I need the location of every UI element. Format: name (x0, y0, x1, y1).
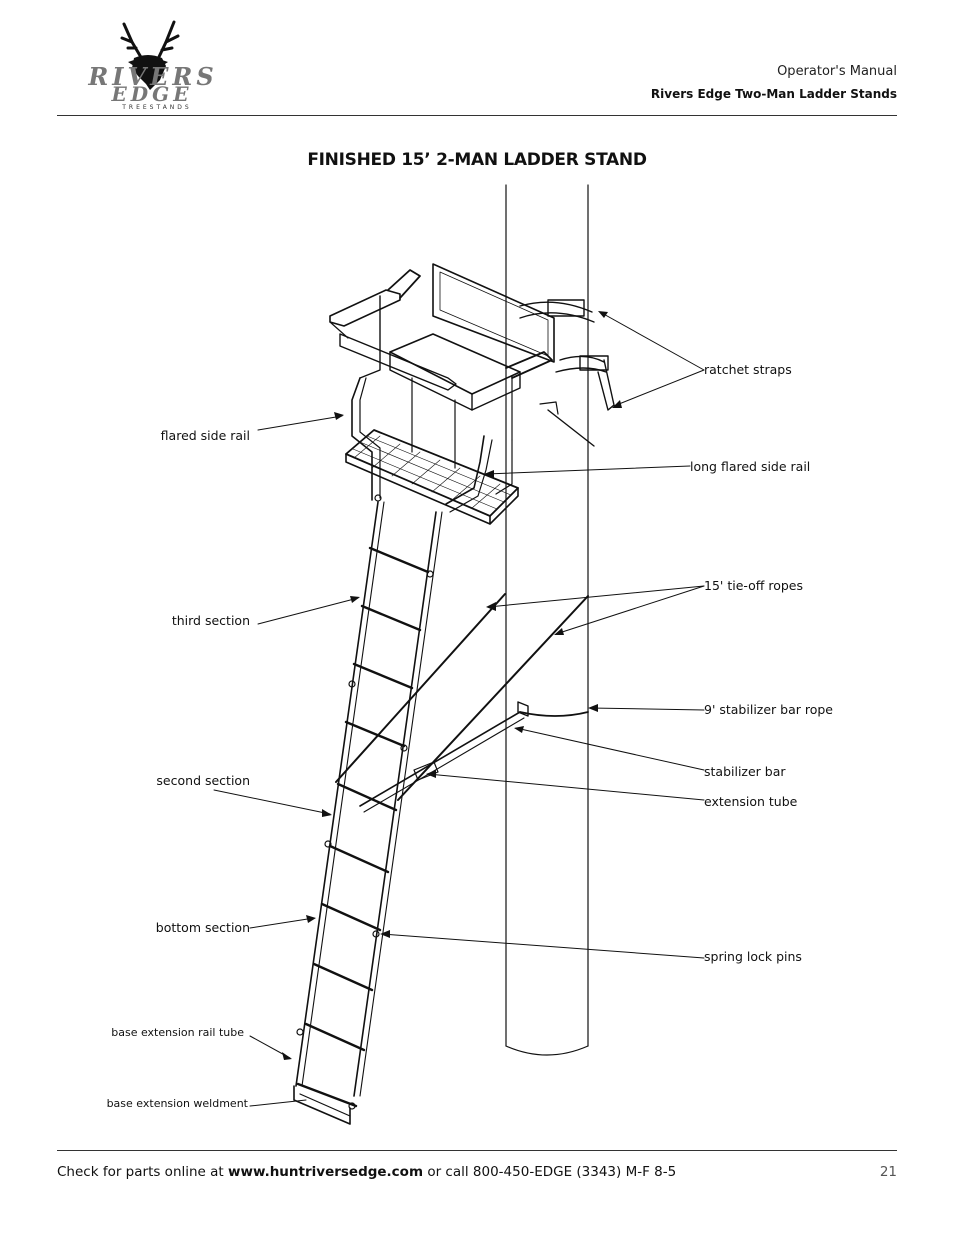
leader-arrowheads (282, 311, 622, 1060)
tie-off-rope-right (397, 595, 589, 801)
base-extension-weldment (293, 1085, 351, 1125)
label-flared-side-rail: flared side rail (160, 428, 250, 443)
logo-wordmark-treestands: TREESTANDS (122, 104, 192, 111)
ratchet-buckle-lower (579, 355, 609, 371)
tie-off-rope-left (335, 593, 506, 783)
label-second-section: second section (156, 773, 250, 788)
label-stabilizer-bar-rope: 9' stabilizer bar rope (704, 702, 833, 717)
footer-suffix: or call 800-450-EDGE (3343) M-F 8-5 (423, 1164, 677, 1180)
ladder-rail-right (353, 511, 437, 1097)
ladder-rail-left (295, 501, 379, 1087)
footer-url-link[interactable]: www.huntriversedge.com (228, 1164, 424, 1180)
label-ratchet-straps: ratchet straps (704, 362, 792, 377)
label-extension-tube: extension tube (704, 794, 798, 809)
shooting-rail (329, 289, 401, 327)
page-title: FINISHED 15’ 2-MAN LADDER STAND (307, 150, 647, 170)
logo-wordmark-rivers: RIVERS (88, 62, 218, 91)
rivers-edge-logo: RIVERS EDGE TREESTANDS (62, 14, 240, 114)
label-stabilizer-bar: stabilizer bar (704, 764, 786, 779)
label-bottom-section: bottom section (155, 920, 250, 935)
ratchet-buckle-upper (547, 299, 585, 317)
ratchet-strap-tail (597, 359, 615, 411)
label-tie-off-ropes: 15' tie-off ropes (704, 578, 804, 593)
ratchet-strap-upper (519, 301, 595, 323)
footer-rule (57, 1150, 897, 1151)
long-flared-side-rail (445, 435, 485, 505)
tree-trunk-base (505, 1045, 589, 1056)
ladder-rungs (296, 546, 430, 1108)
page-number: 21 (879, 1164, 897, 1180)
logo-wordmark-edge: EDGE (111, 82, 193, 106)
label-spring-lock-pins: spring lock pins (704, 949, 802, 964)
armrest-right (505, 351, 553, 379)
label-long-flared-side-rail: long flared side rail (690, 459, 811, 474)
deer-head-icon (120, 20, 180, 90)
extension-tube (413, 761, 439, 781)
label-base-extension-rail-tube: base extension rail tube (111, 1026, 244, 1039)
label-third-section: third section (171, 613, 250, 628)
stabilizer-bar-rope (519, 711, 589, 717)
header-product-name: Rivers Edge Two-Man Ladder Stands (650, 87, 897, 101)
header-manual-label: Operator's Manual (777, 64, 897, 79)
label-base-extension-weldment: base extension weldment (106, 1097, 248, 1110)
footer-text: Check for parts online at www.huntrivers… (57, 1164, 676, 1180)
leader-lines (213, 311, 705, 1107)
spring-lock-pins (296, 494, 434, 1110)
footer-prefix: Check for parts online at (57, 1164, 229, 1180)
header-rule (57, 115, 897, 116)
shooting-rail-pad (339, 333, 457, 391)
armrest-left (387, 269, 421, 299)
stabilizer-bar (359, 711, 521, 807)
seat-back (432, 263, 555, 363)
